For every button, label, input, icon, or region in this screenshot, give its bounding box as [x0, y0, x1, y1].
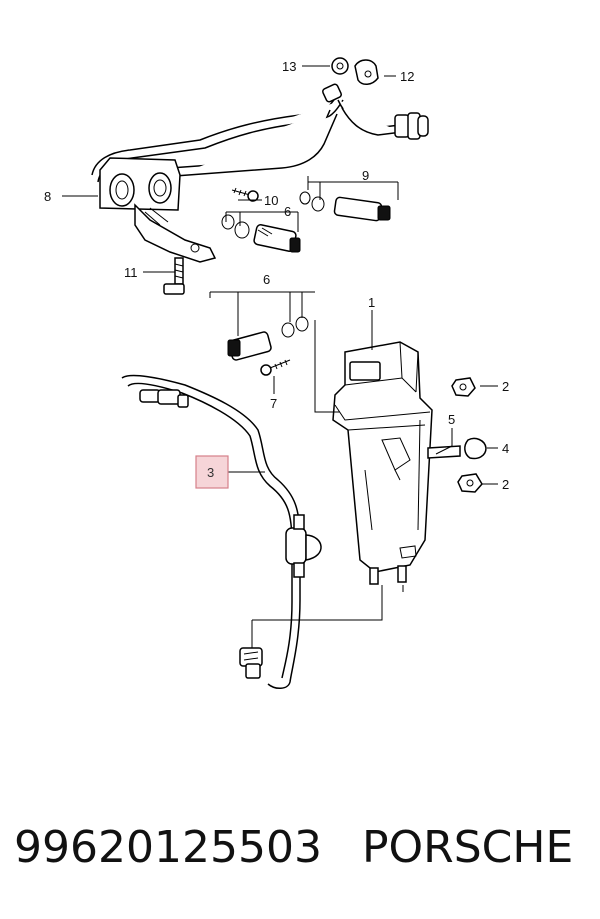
screw-10	[231, 187, 259, 202]
sensor-6-upper	[221, 214, 301, 253]
pipe-elbow-fitting	[322, 83, 342, 103]
vent-line-3	[121, 374, 322, 689]
label-2-upper: 2	[502, 379, 509, 394]
label-4: 4	[502, 441, 509, 456]
check-valve	[285, 514, 322, 578]
label-6-lower: 6	[263, 272, 270, 287]
vent-line-front-fitting	[139, 389, 189, 408]
parts-diagram: 13 12 8 10 9 6 11 6 1 2 7 5 4 2 3	[44, 57, 509, 689]
label-10: 10	[264, 193, 278, 208]
charcoal-canister	[332, 341, 433, 585]
screw-7	[260, 359, 291, 376]
pipe-end-fitting	[394, 112, 429, 140]
footer: 99620125503 PORSCHE	[0, 812, 600, 892]
label-12: 12	[400, 69, 414, 84]
part-labels: 13 12 8 10 9 6 11 6 1 2 7 5 4 2	[44, 59, 509, 492]
bolt-11	[163, 257, 185, 295]
label-9: 9	[362, 168, 369, 183]
nut-4	[464, 437, 487, 460]
label-7: 7	[270, 396, 277, 411]
clip-5	[427, 445, 461, 459]
upper-pipe-assembly	[91, 83, 429, 183]
label-13: 13	[282, 59, 296, 74]
sensor-9	[299, 191, 391, 222]
vent-line-end-fitting	[239, 647, 263, 679]
sensor-6-lower	[227, 316, 309, 361]
nut-2-upper	[451, 377, 476, 397]
part-number: 99620125503	[14, 822, 322, 873]
label-8: 8	[44, 189, 51, 204]
label-6-upper: 6	[284, 204, 291, 219]
nut-2-lower	[457, 473, 483, 493]
label-1: 1	[368, 295, 375, 310]
highlight-callout-3[interactable]: 3	[195, 455, 229, 489]
label-11: 11	[124, 265, 138, 280]
label-3: 3	[207, 465, 214, 480]
label-2-lower: 2	[502, 477, 509, 492]
brand-name: PORSCHE	[362, 822, 574, 873]
fitting-13-12	[331, 57, 379, 85]
mounting-bracket	[99, 157, 217, 263]
leader-lines	[62, 65, 498, 648]
label-5: 5	[448, 412, 455, 427]
